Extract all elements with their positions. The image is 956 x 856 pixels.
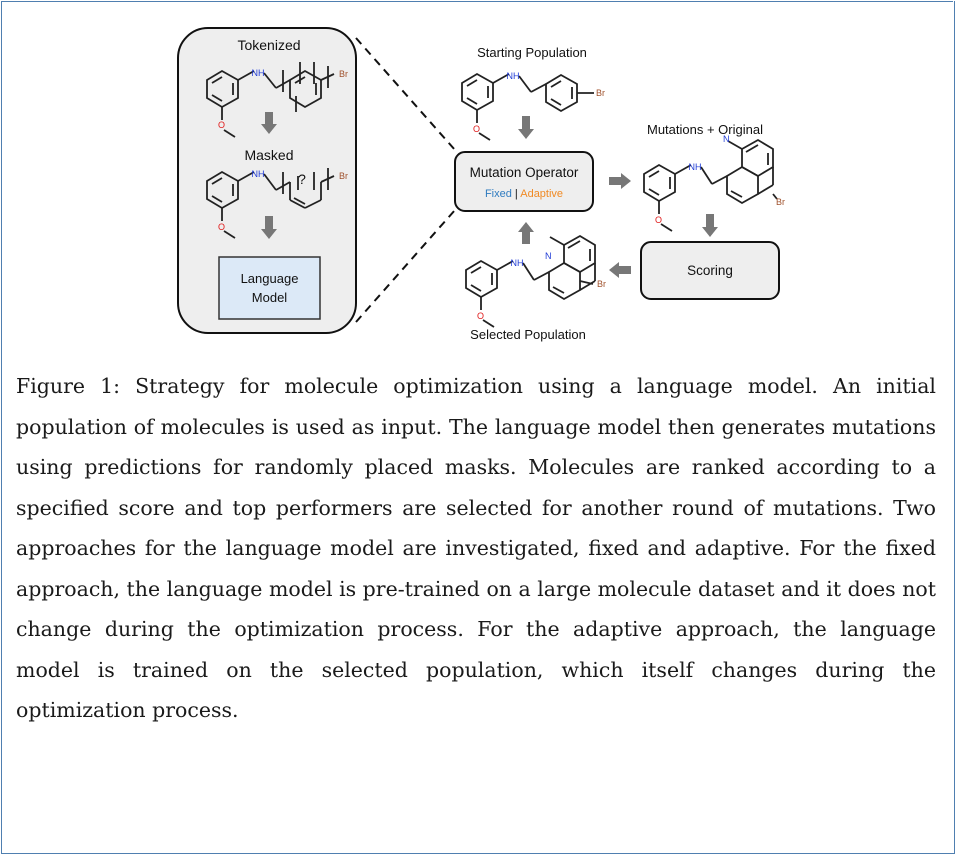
figure-caption: Figure 1: Strategy for molecule optimiza… [16,374,936,722]
n-atom: N [723,134,730,144]
br-atom: Br [597,279,606,289]
scoring-label: Scoring [687,263,733,278]
mutations-original-label: Mutations + Original [647,122,763,137]
mode-separator: | [515,188,520,200]
br-atom: Br [339,69,348,79]
starting-population-label: Starting Population [477,45,587,60]
mutation-operator-box [454,151,594,212]
mask-token: ? [298,171,306,187]
br-atom: Br [776,197,785,207]
masked-label: Masked [244,147,293,163]
br-atom: Br [596,88,605,98]
arrow-down-icon [518,116,534,139]
scoring-box [640,241,780,300]
dashed-connector-bottom [355,209,456,323]
o-atom: O [473,124,480,134]
o-atom: O [655,215,662,225]
mutation-operator-label: Mutation Operator [470,165,579,180]
nh-atom: NH [507,71,520,81]
adaptive-label: Adaptive [520,188,563,200]
optimization-diagram: Tokenized NH Br O Masked [177,27,785,342]
starting-molecule [461,72,594,141]
selected-population-label: Selected Population [470,327,586,342]
mutated-molecule [643,138,778,232]
arrow-down-icon [702,214,718,237]
figure-frame-bottom [1,853,955,854]
selected-molecule [465,234,596,328]
arrow-left-icon [609,262,631,278]
figure-frame-right [954,1,955,853]
language-model-label-line2: Model [252,290,288,305]
dashed-connector-top [355,37,456,151]
o-atom: O [218,120,225,130]
tokenized-molecule [206,62,335,138]
br-atom: Br [339,171,348,181]
nh-atom: NH [252,169,265,179]
language-model-box [218,256,321,320]
arrow-up-icon [518,222,534,244]
o-atom: O [477,311,484,321]
operator-mode-label: Fixed | Adaptive [485,188,563,200]
arrow-right-icon [609,173,631,189]
arrow-down-icon [261,112,277,134]
n-atom: N [545,251,552,261]
nh-atom: NH [689,162,702,172]
language-model-label-line1: Language [241,271,299,286]
nh-atom: NH [511,258,524,268]
arrow-down-icon [261,216,277,239]
fixed-label: Fixed [485,188,512,200]
masked-molecule [206,168,335,239]
nh-atom: NH [252,68,265,78]
tokenized-label: Tokenized [237,37,300,53]
o-atom: O [218,222,225,232]
